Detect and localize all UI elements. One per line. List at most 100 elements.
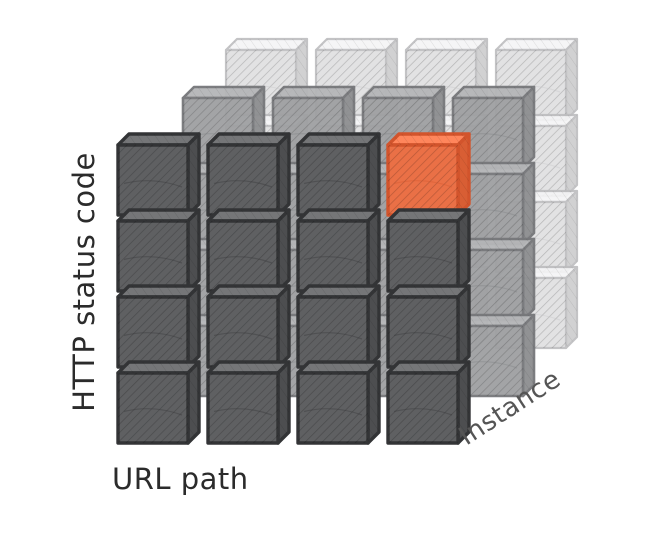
cube-sketch-line xyxy=(393,256,453,264)
cube-sketch-line xyxy=(123,332,183,340)
cube-hatching xyxy=(458,210,469,291)
cube-hatching xyxy=(278,286,289,367)
cube-hatching xyxy=(208,362,289,373)
x-axis-label: URL path xyxy=(112,462,249,496)
cube-hatching xyxy=(278,210,289,291)
cube-sketch-line xyxy=(303,332,363,340)
cube-sketch-line xyxy=(123,256,183,264)
cube-hatching xyxy=(523,87,534,168)
cube-hatching xyxy=(118,373,188,443)
cube-hatching xyxy=(118,297,188,367)
cube-hatching xyxy=(208,221,278,291)
cube-hatching xyxy=(208,297,278,367)
cube-hatching xyxy=(118,221,188,291)
cube-layer1-row3-col1 xyxy=(116,284,201,369)
cube-hatching xyxy=(298,221,368,291)
cube-hatching xyxy=(458,362,469,443)
cube-sketch-line xyxy=(393,180,453,188)
cube-hatching xyxy=(523,163,534,244)
cube-hatching xyxy=(388,362,469,373)
highlighted-cube xyxy=(386,132,471,217)
cube-hatching xyxy=(208,134,289,145)
cube-hatching xyxy=(368,362,379,443)
cube-layer1-row2-col1 xyxy=(116,208,201,293)
cube-hatching xyxy=(368,286,379,367)
cube-hatching xyxy=(368,210,379,291)
cube-hatching xyxy=(388,210,469,221)
cube-hatching xyxy=(298,145,368,215)
cube-layer1-row4-col2 xyxy=(206,360,291,445)
cube-layer1-row4-col1 xyxy=(116,360,201,445)
cube-hatching xyxy=(226,39,307,50)
cube-sketch-line xyxy=(393,408,453,416)
cube-layer1-row3-col4 xyxy=(386,284,471,369)
cube-sketch-line xyxy=(123,408,183,416)
cube-sketch-line xyxy=(213,256,273,264)
cube-hatching xyxy=(388,145,458,215)
cube-hatching xyxy=(118,210,199,221)
cube-hatching xyxy=(406,39,487,50)
cube-hatching xyxy=(118,362,199,373)
cube-hatching xyxy=(458,286,469,367)
cube-hatching xyxy=(388,286,469,297)
cube-hatching xyxy=(208,210,289,221)
cube-sketch-line xyxy=(303,256,363,264)
cube-hatching xyxy=(188,134,199,215)
cube-hatching xyxy=(298,373,368,443)
cube-sketch-line xyxy=(303,408,363,416)
cube-hatching xyxy=(188,210,199,291)
cube-hatching xyxy=(363,87,444,98)
cube-hatching xyxy=(208,373,278,443)
cube-layer1-row1-col1 xyxy=(116,132,201,217)
cube-hatching xyxy=(298,286,379,297)
cube-hatching xyxy=(298,134,379,145)
cube-hatching xyxy=(118,286,199,297)
cube-hatching xyxy=(316,39,397,50)
cube-hatching xyxy=(566,191,577,272)
cube-hatching xyxy=(388,134,469,145)
cube-layer1-row2-col4 xyxy=(386,208,471,293)
cube-hatching xyxy=(496,39,577,50)
cube-hatching xyxy=(208,145,278,215)
cube-hatching xyxy=(208,286,289,297)
cube-hatching xyxy=(278,134,289,215)
cube-hatching xyxy=(183,87,264,98)
y-axis-label: HTTP status code xyxy=(67,152,101,412)
cube-hatching xyxy=(188,362,199,443)
cube-hatching xyxy=(523,239,534,320)
cube-hatching xyxy=(273,87,354,98)
cube-layer1-row3-col2 xyxy=(206,284,291,369)
cube-hatching xyxy=(298,210,379,221)
cube-hatching xyxy=(566,115,577,196)
cube-layer1-row4-col4 xyxy=(386,360,471,445)
cube-hatching xyxy=(566,267,577,348)
cube-sketch-line xyxy=(213,180,273,188)
cube-hatching xyxy=(453,87,534,98)
cube-sketch-line xyxy=(303,180,363,188)
cube-hatching xyxy=(388,297,458,367)
cube-hatching xyxy=(566,39,577,120)
cube-layer1-row1-col3 xyxy=(296,132,381,217)
cube-layer1-row3-col3 xyxy=(296,284,381,369)
cube-sketch-line xyxy=(213,408,273,416)
cube-hatching xyxy=(523,315,534,396)
cube-hatching xyxy=(453,163,534,174)
cube-sketch-line xyxy=(213,332,273,340)
cube-layer1-row2-col2 xyxy=(206,208,291,293)
cube-sketch-line xyxy=(393,332,453,340)
cube-hatching xyxy=(388,373,458,443)
cube-hatching xyxy=(188,286,199,367)
cube-layer1-row2-col3 xyxy=(296,208,381,293)
cube-hatching xyxy=(453,315,534,326)
cube-hatching xyxy=(298,297,368,367)
cube-hatching xyxy=(278,362,289,443)
cube-hatching xyxy=(453,239,534,250)
cube-hatching xyxy=(118,145,188,215)
cube-hatching xyxy=(298,362,379,373)
cube-hatching xyxy=(118,134,199,145)
cube-layer1-row4-col3 xyxy=(296,360,381,445)
cube-layer2-row1-col4 xyxy=(451,85,536,170)
cube-layer1-row1-col2 xyxy=(206,132,291,217)
